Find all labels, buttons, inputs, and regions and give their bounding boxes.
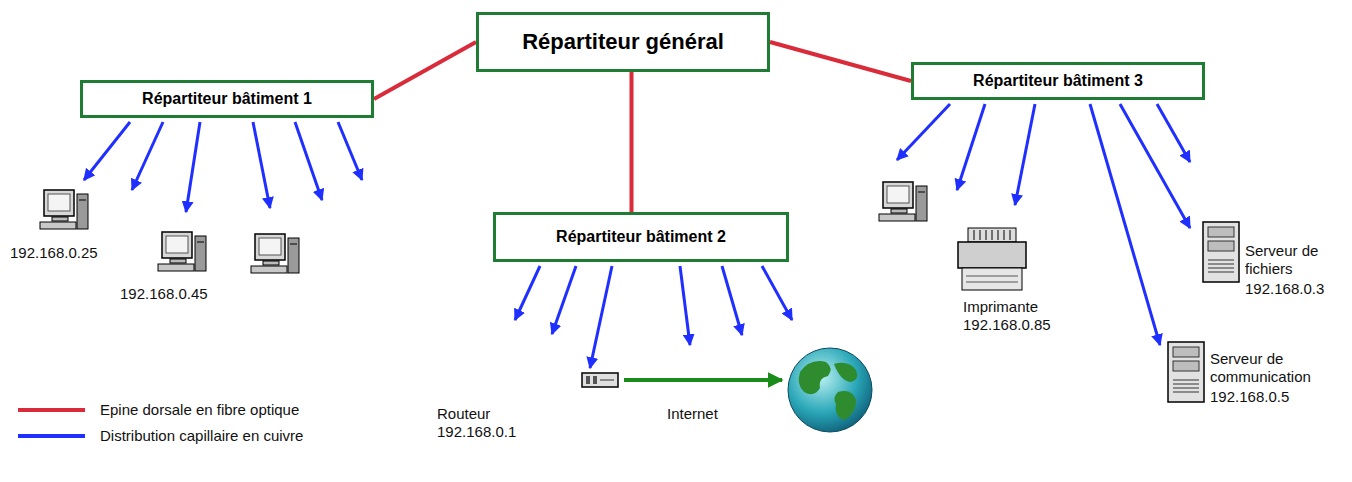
device-label: 192.168.0.45 — [120, 285, 208, 303]
frame-title: Répartiteur général — [522, 29, 724, 55]
computer-icon — [158, 232, 206, 271]
device-label: Imprimante — [963, 298, 1038, 316]
legend-copper-sample — [18, 434, 85, 438]
legend-text: Epine dorsale en fibre optique — [100, 401, 299, 419]
distribution-frame-box: Répartiteur général — [476, 12, 770, 72]
router-icon — [582, 373, 618, 387]
device-label: 192.168.0.85 — [963, 316, 1051, 334]
legend-text: Distribution capillaire en cuivre — [100, 427, 303, 445]
legend-fiber-sample — [18, 408, 85, 412]
computer-icon — [251, 234, 299, 273]
computer-icon — [40, 190, 88, 229]
distribution-frame-box: Répartiteur bâtiment 3 — [911, 62, 1205, 100]
file-server-icon — [1203, 222, 1239, 282]
device-label: 192.168.0.5 — [1210, 388, 1289, 406]
computer-icon — [879, 182, 927, 221]
fiber-backbone-link — [770, 42, 911, 81]
device-label: Routeur — [437, 405, 490, 423]
globe-icon — [788, 348, 872, 432]
distribution-frame-box: Répartiteur bâtiment 1 — [80, 80, 374, 118]
device-label: Serveur de fichiers — [1245, 242, 1341, 278]
copper-arrows — [84, 104, 1190, 368]
distribution-frame-box: Répartiteur bâtiment 2 — [493, 212, 789, 262]
frame-title: Répartiteur bâtiment 3 — [973, 72, 1143, 90]
printer-icon — [958, 228, 1026, 290]
device-label: 192.168.0.25 — [10, 244, 98, 262]
fiber-backbone-link — [374, 42, 476, 99]
device-label: 192.168.0.1 — [437, 423, 516, 441]
communication-server-icon — [1168, 342, 1204, 402]
device-label: Internet — [667, 405, 718, 423]
frame-title: Répartiteur bâtiment 2 — [556, 228, 726, 246]
frame-title: Répartiteur bâtiment 1 — [142, 90, 312, 108]
device-label: 192.168.0.3 — [1245, 280, 1324, 298]
device-label: Serveur de communication — [1210, 350, 1330, 386]
fiber-backbone-link — [630, 72, 634, 212]
internet-arrow — [624, 378, 782, 382]
